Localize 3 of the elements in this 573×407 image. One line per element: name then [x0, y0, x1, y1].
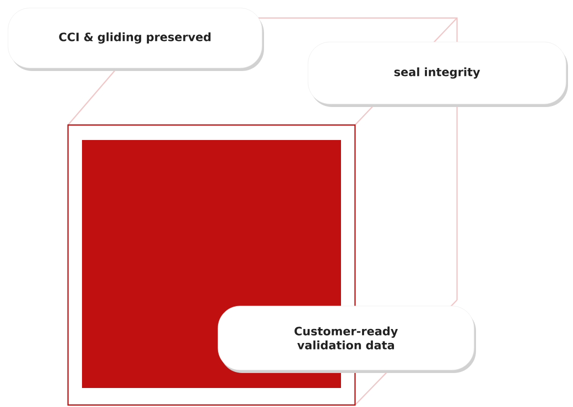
label-pill: CCI & gliding preserved — [8, 8, 264, 71]
label-pill: Customer-ready validation data — [218, 306, 476, 373]
label-pill: seal integrity — [308, 42, 568, 107]
